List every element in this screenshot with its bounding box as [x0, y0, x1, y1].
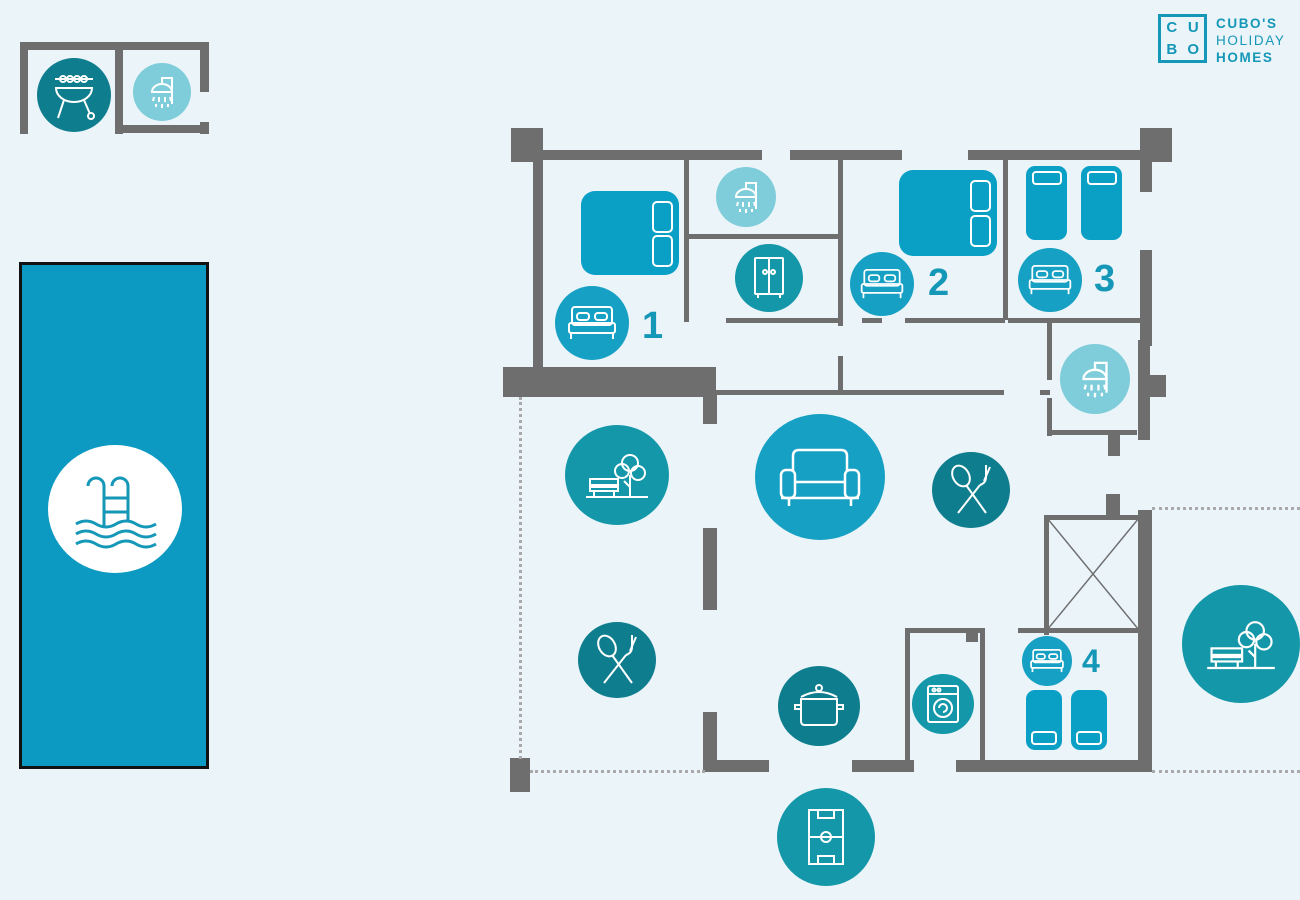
- room-number-1: 1: [642, 305, 664, 347]
- bbq-icon: [37, 58, 111, 132]
- outdoor-shower-icon: [133, 63, 191, 121]
- sofa-icon: [755, 414, 885, 540]
- garden-bench-icon: [565, 425, 669, 525]
- double-bed-icon: [555, 286, 629, 360]
- logo-line-3: HOMES: [1216, 50, 1274, 65]
- dining-icon: [932, 452, 1010, 528]
- double-bed: [581, 191, 679, 275]
- double-bed-icon: [1018, 248, 1082, 312]
- logo-letter: C: [1166, 19, 1178, 37]
- double-bed-icon: [850, 252, 914, 316]
- logo-letter: U: [1187, 19, 1199, 37]
- logo-letter: B: [1166, 40, 1178, 58]
- room-number-2: 2: [928, 262, 950, 304]
- logo-wordmark: CUBO'S HOLIDAY HOMES: [1216, 15, 1300, 66]
- cooking-pot-icon: [778, 666, 860, 746]
- logo-mark: C U B O: [1158, 14, 1207, 63]
- shower-icon: [716, 167, 776, 227]
- room-number-3: 3: [1094, 258, 1116, 300]
- outdoor-dining-icon: [578, 622, 656, 698]
- logo-line-1: CUBO'S: [1216, 16, 1278, 31]
- single-bed: [1081, 166, 1122, 240]
- logo-line-2: HOLIDAY: [1216, 33, 1286, 48]
- single-bed: [1071, 690, 1107, 750]
- shower-icon: [1060, 344, 1130, 414]
- double-bed-icon: [1022, 636, 1072, 686]
- brand-logo: C U B O CUBO'S HOLIDAY HOMES: [1158, 14, 1284, 65]
- room-number-4: 4: [1082, 643, 1100, 679]
- double-bed: [899, 170, 997, 256]
- staircase: [1047, 518, 1139, 630]
- garden-bench-icon: [1182, 585, 1300, 703]
- logo-letter: O: [1187, 40, 1200, 58]
- wardrobe-icon: [735, 244, 803, 312]
- swimming-pool: [19, 262, 209, 769]
- single-bed: [1026, 166, 1067, 240]
- football-field-icon: [777, 788, 875, 886]
- single-bed: [1026, 690, 1062, 750]
- swimming-pool-icon: [48, 445, 182, 573]
- washing-machine-icon: [912, 674, 974, 734]
